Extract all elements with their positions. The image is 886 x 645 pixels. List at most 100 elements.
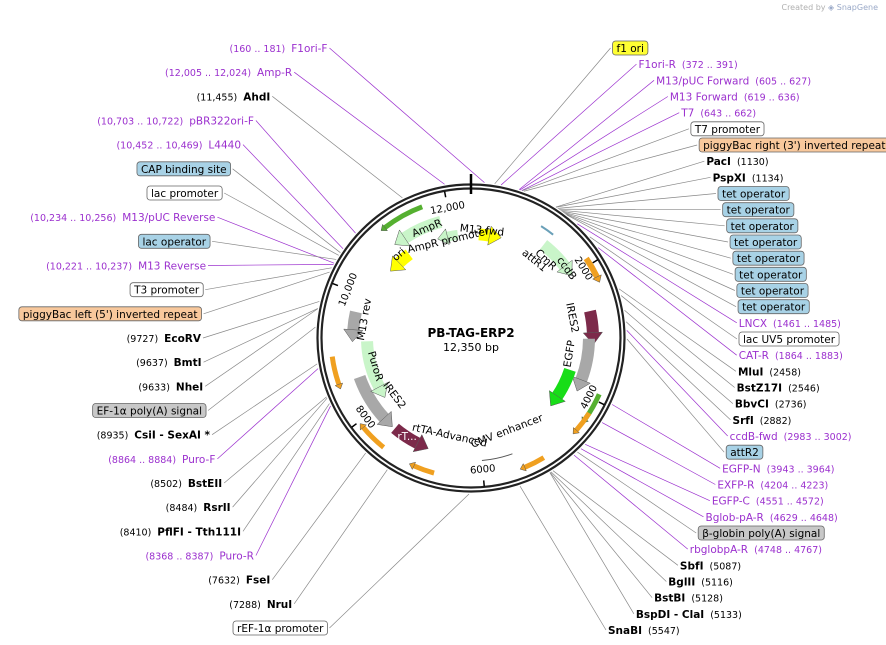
ori-arrow-head — [390, 255, 407, 272]
leader-line — [523, 144, 698, 192]
label-csii-sexai[interactable]: CsiI - SexAI *(8935) — [97, 430, 211, 442]
label-cat-r[interactable]: CAT-R(1864 .. 1883) — [739, 350, 843, 362]
label-bbvci[interactable]: BbvCI(2736) — [735, 399, 807, 411]
label-text: attR2 — [730, 447, 759, 459]
label-t7-promoter[interactable]: T7 promoter — [690, 121, 765, 137]
label-egfp-c[interactable]: EGFP-C(4551 .. 4572) — [712, 496, 824, 508]
label-pspxi[interactable]: PspXI(1134) — [713, 172, 784, 184]
label-m13-forward[interactable]: M13 Forward(619 .. 636) — [670, 92, 800, 104]
label-text: BstBI — [654, 593, 685, 605]
label-m13-reverse[interactable]: M13 Reverse(10,221 .. 10,237) — [46, 261, 206, 273]
label-text: ccdB-fwd — [730, 431, 778, 443]
leader-line — [232, 397, 328, 508]
label-bstz17i[interactable]: BstZ17I(2546) — [737, 383, 820, 395]
label-text: piggyBac right (3') inverted repeat — [703, 140, 885, 152]
tick-mark — [592, 259, 599, 264]
label-position: (605 .. 627) — [755, 76, 811, 87]
label-bstbi[interactable]: BstBI(5128) — [654, 593, 723, 605]
label-ccdb-fwd[interactable]: ccdB-fwd(2983 .. 3002) — [730, 431, 852, 443]
label-m13-puc-forward[interactable]: M13/pUC Forward (605 .. 627) — [656, 75, 811, 87]
label-text: NruI — [267, 599, 292, 611]
label-puro-f[interactable]: Puro-F(8864 .. 8884) — [108, 454, 215, 466]
label-box — [734, 266, 807, 282]
cmv-outer-arrow-arc — [523, 455, 546, 470]
label-text: CsiI - SexAI * — [134, 430, 210, 442]
label-text: PflFI - Tth111I — [157, 526, 241, 538]
label-lac-uv5-promoter[interactable]: lac UV5 promoter — [738, 331, 840, 347]
feature-label-m13-fwd: M13 fwd — [459, 222, 505, 238]
label-ecorv[interactable]: EcoRV(9727) — [127, 333, 202, 345]
label-puro-r[interactable]: Puro-R(8368 .. 8387) — [145, 551, 253, 563]
label-rbglobpa-r[interactable]: rbglobpA-R(4748 .. 4767) — [690, 544, 822, 556]
label-tet-operator[interactable]: tet operator — [736, 283, 809, 298]
label-tet-operator[interactable]: tet operator — [726, 218, 799, 234]
leader-line — [549, 472, 653, 598]
label-t7[interactable]: T7 (643 .. 662) — [680, 108, 756, 120]
label-nrui[interactable]: NruI (7288) — [229, 599, 292, 611]
label-tet-operator[interactable]: tet operator — [734, 266, 807, 282]
leader-line — [518, 80, 655, 190]
label-attr2[interactable]: attR2 — [725, 444, 764, 460]
label-snabi[interactable]: SnaBI(5547) — [608, 625, 680, 637]
label-mlui[interactable]: MluI(2458) — [738, 366, 801, 378]
label-tet-operator[interactable]: tet operator — [722, 202, 795, 218]
label-bspdi-clai[interactable]: BspDI - ClaI(5133) — [636, 609, 742, 621]
label-sbfi[interactable]: SbfI(5087) — [680, 560, 741, 572]
label-nhei[interactable]: NheI(9633) — [138, 381, 203, 393]
label-text: LNCX — [739, 318, 767, 330]
label-srfi[interactable]: SrfI(2882) — [733, 415, 792, 427]
leader-line — [624, 309, 734, 404]
leader-line — [224, 192, 339, 256]
label-lac-operator[interactable]: lac operator — [138, 233, 211, 249]
label-f1-ori[interactable]: f1 ori — [612, 40, 649, 56]
label-t3-promoter[interactable]: T3 promoter — [129, 282, 204, 298]
label-text: T7 — [680, 108, 694, 120]
ires2-left-arrow-head — [376, 410, 393, 428]
label-bglob-pa-r[interactable]: Bglob-pA-R(4629 .. 4648) — [705, 512, 837, 524]
label-position: (4748 .. 4767) — [754, 545, 822, 556]
label-exfp-r[interactable]: EXFP-R(4204 .. 4223) — [717, 480, 828, 492]
label-tet-operator[interactable]: tet operator — [737, 299, 810, 315]
label-box — [732, 250, 805, 266]
label-ref-1-promoter[interactable]: rEF-1α promoter — [232, 620, 328, 636]
leader-line — [232, 168, 341, 253]
label-bglii[interactable]: BglII(5116) — [668, 577, 733, 589]
label-box — [129, 282, 204, 298]
cmv-enhancer-box — [480, 444, 513, 461]
label-lncx[interactable]: LNCX(1461 .. 1485) — [739, 318, 841, 330]
label-amp-r[interactable]: Amp-R(12,005 .. 12,024) — [165, 67, 292, 79]
label-box — [697, 525, 825, 541]
label-text: M13/pUC Forward — [656, 75, 749, 87]
label-bmti[interactable]: BmtI(9637) — [136, 357, 201, 369]
label-text: SrfI — [733, 415, 754, 427]
label-position: (11,455) — [197, 92, 238, 103]
label-fsei[interactable]: FseI(7632) — [208, 575, 270, 587]
label-position: (643 .. 662) — [700, 109, 756, 120]
label-tet-operator[interactable]: tet operator — [732, 250, 805, 266]
label-text: PacI — [706, 156, 731, 168]
label-paci[interactable]: PacI(1130) — [706, 156, 768, 168]
label-ef-1-poly-a-signal[interactable]: EF-1α poly(A) signal — [92, 403, 207, 418]
label-tet-operator[interactable]: tet operator — [717, 186, 790, 201]
label-position: (7288) — [229, 600, 261, 611]
label-ahdi[interactable]: AhdI(11,455) — [197, 91, 271, 103]
label-l4440[interactable]: L4440(10,452 .. 10,469) — [116, 140, 241, 152]
label-rsrii[interactable]: RsrII(8484) — [166, 502, 231, 514]
label-piggybac-right-3-inverted-repeat[interactable]: piggyBac right (3') inverted repeat — [698, 137, 886, 153]
label-text: Amp-R — [257, 67, 292, 79]
label-m13-puc-reverse[interactable]: M13/pUC Reverse(10,234 .. 10,256) — [30, 212, 215, 224]
leader-line — [207, 326, 316, 411]
label-bsteii[interactable]: BstEII(8502) — [150, 478, 222, 490]
label-lac-promoter[interactable]: lac promoter — [146, 185, 223, 201]
label-tet-operator[interactable]: tet operator — [729, 234, 802, 250]
label-globin-poly-a-signal[interactable]: β-globin poly(A) signal — [697, 525, 825, 541]
label-egfp-n[interactable]: EGFP-N(3943 .. 3964) — [722, 463, 834, 475]
label-piggybac-left-5-inverted-repeat[interactable]: piggyBac left (5') inverted repeat — [18, 306, 202, 322]
label-f1ori-r[interactable]: F1ori-R(372 .. 391) — [638, 59, 737, 71]
label-f1ori-f[interactable]: F1ori-F(160 .. 181) — [229, 43, 327, 55]
feature-label-ires2: IRES2 — [563, 302, 581, 334]
label-pbr322ori-f[interactable]: pBR322ori-F(10,703 .. 10,722) — [97, 116, 254, 128]
egfp-arrow-arc — [552, 367, 576, 400]
label-cap-binding-site[interactable]: CAP binding site — [136, 161, 232, 177]
label-pflfi-tth111i[interactable]: PflFI - Tth111I(8410) — [120, 526, 241, 538]
